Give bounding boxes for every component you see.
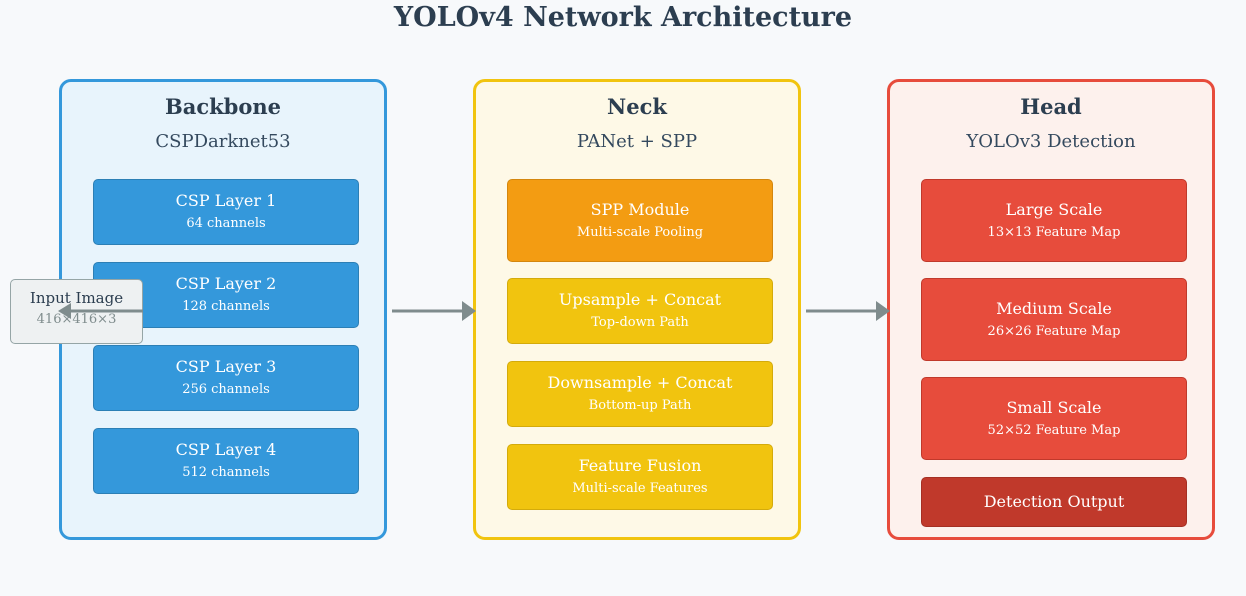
block-detail: 64 channels xyxy=(186,216,266,231)
block-name: Detection Output xyxy=(983,492,1125,511)
small-scale-block: Small Scale 52×52 Feature Map xyxy=(921,377,1187,460)
neck-title: Neck xyxy=(607,94,667,119)
block-name: Upsample + Concat xyxy=(558,290,722,309)
block-detail: 512 channels xyxy=(182,465,270,480)
block-detail: 13×13 Feature Map xyxy=(987,224,1121,240)
block-detail: Top-down Path xyxy=(591,315,689,330)
csp-layer-4-block: CSP Layer 4 512 channels xyxy=(93,428,359,494)
block-detail: Bottom-up Path xyxy=(588,398,692,413)
csp-layer-1-block: CSP Layer 1 64 channels xyxy=(93,179,359,245)
neck-panel: Neck PANet + SPP SPP Module Multi-scale … xyxy=(473,79,801,540)
downsample-concat-block: Downsample + Concat Bottom-up Path xyxy=(507,361,773,427)
diagram-title: YOLOv4 Network Architecture xyxy=(393,2,853,33)
block-name: CSP Layer 1 xyxy=(175,191,277,210)
block-name: CSP Layer 4 xyxy=(175,440,277,459)
block-detail: 256 channels xyxy=(182,382,270,397)
block-detail: Multi-scale Pooling xyxy=(576,224,704,240)
large-scale-block: Large Scale 13×13 Feature Map xyxy=(921,179,1187,262)
block-detail: 128 channels xyxy=(182,299,270,314)
input-image-shape: 416×416×3 xyxy=(36,312,117,327)
spp-module-block: SPP Module Multi-scale Pooling xyxy=(507,179,773,262)
neck-to-head-arrow xyxy=(806,301,890,321)
neck-subtitle: PANet + SPP xyxy=(576,131,698,152)
block-name: Feature Fusion xyxy=(578,456,702,475)
arrow-head xyxy=(58,303,71,319)
block-name: Large Scale xyxy=(1005,199,1103,219)
arrow-head xyxy=(462,301,476,321)
backbone-to-neck-arrow xyxy=(392,301,476,321)
block-name: CSP Layer 2 xyxy=(175,274,277,293)
block-detail: Multi-scale Features xyxy=(572,481,708,496)
block-detail: 52×52 Feature Map xyxy=(987,422,1121,438)
upsample-concat-block: Upsample + Concat Top-down Path xyxy=(507,278,773,344)
input-to-backbone-arrow xyxy=(58,303,143,319)
block-name: Small Scale xyxy=(1006,397,1102,417)
backbone-title: Backbone xyxy=(164,94,281,119)
arrow-head xyxy=(876,301,890,321)
head-subtitle: YOLOv3 Detection xyxy=(966,131,1136,152)
head-panel: Head YOLOv3 Detection Large Scale 13×13 … xyxy=(887,79,1215,540)
feature-fusion-block: Feature Fusion Multi-scale Features xyxy=(507,444,773,510)
detection-output-block: Detection Output xyxy=(921,477,1187,527)
input-image-label: Input Image xyxy=(29,289,124,307)
block-name: SPP Module xyxy=(590,199,690,219)
block-name: CSP Layer 3 xyxy=(175,357,277,376)
block-name: Medium Scale xyxy=(996,298,1112,318)
backbone-panel: Backbone CSPDarknet53 CSP Layer 1 64 cha… xyxy=(59,79,387,540)
csp-layer-3-block: CSP Layer 3 256 channels xyxy=(93,345,359,411)
block-name: Downsample + Concat xyxy=(547,373,733,392)
block-detail: 26×26 Feature Map xyxy=(987,323,1121,339)
head-title: Head xyxy=(1020,94,1082,119)
backbone-subtitle: CSPDarknet53 xyxy=(155,131,291,152)
medium-scale-block: Medium Scale 26×26 Feature Map xyxy=(921,278,1187,361)
